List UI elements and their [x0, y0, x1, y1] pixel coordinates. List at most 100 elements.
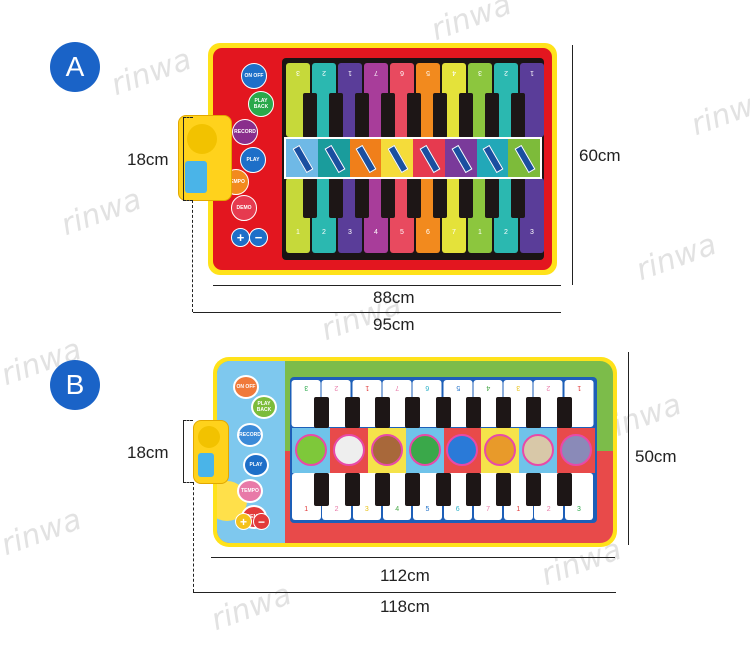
control-button[interactable]: RECORD	[237, 423, 263, 447]
control-button[interactable]: −	[249, 228, 268, 247]
control-button[interactable]: PLAY	[243, 453, 269, 477]
black-key[interactable]	[344, 473, 360, 506]
black-key[interactable]	[526, 473, 542, 506]
instrument-violin-tile[interactable]	[476, 139, 509, 177]
guitar-icon	[324, 144, 346, 174]
dim-b-speaker: 18cm	[127, 443, 169, 462]
black-key[interactable]	[465, 397, 481, 428]
animal-frog-tile[interactable]	[292, 428, 330, 473]
crocodile-icon	[408, 434, 441, 466]
black-key[interactable]	[303, 178, 317, 218]
black-key[interactable]	[405, 473, 421, 506]
frog-icon	[294, 434, 327, 466]
black-key[interactable]	[459, 178, 473, 218]
black-key[interactable]	[465, 473, 481, 506]
control-button[interactable]: ON OFF	[233, 375, 259, 399]
instrument-harmonica-tile[interactable]	[508, 139, 540, 177]
black-key[interactable]	[374, 397, 390, 428]
elephant-icon	[446, 434, 479, 466]
lion-icon	[484, 434, 517, 466]
black-key[interactable]	[303, 93, 317, 138]
black-key[interactable]	[344, 397, 360, 428]
watermark: rinwa	[686, 81, 750, 144]
dim-b-inner-width: 112cm	[380, 566, 430, 585]
black-key[interactable]	[433, 93, 447, 138]
control-button[interactable]: +	[235, 513, 252, 530]
monkey-icon	[370, 434, 403, 466]
instrument-xylophone-tile[interactable]	[381, 139, 413, 177]
animal-monkey-tile[interactable]	[367, 428, 406, 473]
animal-hippo-tile[interactable]	[557, 428, 595, 473]
control-button[interactable]: −	[253, 513, 270, 530]
saxophone-icon	[292, 144, 314, 174]
instrument-guitar-tile[interactable]	[317, 139, 350, 177]
flute-icon	[355, 144, 377, 174]
black-key[interactable]	[435, 473, 451, 506]
animal-lion-tile[interactable]	[481, 428, 520, 473]
speaker-box-a	[178, 115, 232, 201]
watermark: rinwa	[56, 181, 147, 244]
control-button[interactable]: +	[231, 228, 250, 247]
black-key[interactable]	[381, 178, 395, 218]
control-button[interactable]: PLAY BACK	[251, 395, 277, 419]
animal-owl-tile[interactable]	[519, 428, 558, 473]
control-button[interactable]: RECORD	[232, 119, 258, 145]
violin-icon	[482, 144, 504, 174]
dim-a-inner-width: 88cm	[373, 288, 415, 307]
dim-b-height: 50cm	[635, 447, 677, 466]
watermark: rinwa	[106, 41, 197, 104]
black-key[interactable]	[381, 93, 395, 138]
hippo-icon	[560, 434, 593, 466]
control-button[interactable]: DEMO	[231, 195, 257, 221]
speaker-box-b	[193, 420, 229, 484]
dim-a-height: 60cm	[579, 146, 621, 165]
zebra-icon	[332, 434, 365, 466]
black-key[interactable]	[329, 178, 343, 218]
control-button[interactable]: ON OFF	[241, 63, 267, 89]
accordion-icon	[451, 144, 473, 174]
badge-b: B	[50, 360, 100, 410]
black-key[interactable]	[511, 93, 525, 138]
black-key[interactable]	[355, 93, 369, 138]
dim-a-total-width: 95cm	[373, 315, 415, 334]
black-key[interactable]	[485, 93, 499, 138]
black-key[interactable]	[314, 473, 330, 506]
instrument-trumpet-tile[interactable]	[413, 139, 445, 177]
instrument-flute-tile[interactable]	[349, 139, 382, 177]
black-key[interactable]	[556, 473, 572, 506]
control-button[interactable]: TEMPO	[237, 479, 263, 503]
black-key[interactable]	[496, 397, 512, 428]
black-key[interactable]	[433, 178, 447, 218]
animal-zebra-tile[interactable]	[329, 428, 368, 473]
black-key[interactable]	[374, 473, 390, 506]
black-key[interactable]	[459, 93, 473, 138]
black-key[interactable]	[496, 473, 512, 506]
animal-elephant-tile[interactable]	[443, 428, 482, 473]
control-button[interactable]: PLAY BACK	[248, 91, 274, 117]
black-key[interactable]	[556, 397, 572, 428]
black-key[interactable]	[405, 397, 421, 428]
black-key[interactable]	[526, 397, 542, 428]
trumpet-icon	[419, 144, 441, 174]
instrument-saxophone-tile[interactable]	[286, 139, 318, 177]
dim-a-speaker: 18cm	[127, 150, 169, 169]
harmonica-icon	[514, 144, 536, 174]
black-key[interactable]	[329, 93, 343, 138]
watermark: rinwa	[206, 576, 297, 639]
black-key[interactable]	[407, 178, 421, 218]
black-key[interactable]	[407, 93, 421, 138]
owl-icon	[522, 434, 555, 466]
animal-crocodile-tile[interactable]	[405, 428, 444, 473]
xylophone-icon	[387, 144, 409, 174]
black-key[interactable]	[314, 397, 330, 428]
black-key[interactable]	[485, 178, 499, 218]
black-key[interactable]	[511, 178, 525, 218]
control-button[interactable]: PLAY	[240, 147, 266, 173]
black-key[interactable]	[355, 178, 369, 218]
black-key[interactable]	[435, 397, 451, 428]
instrument-accordion-tile[interactable]	[444, 139, 477, 177]
badge-a: A	[50, 42, 100, 92]
